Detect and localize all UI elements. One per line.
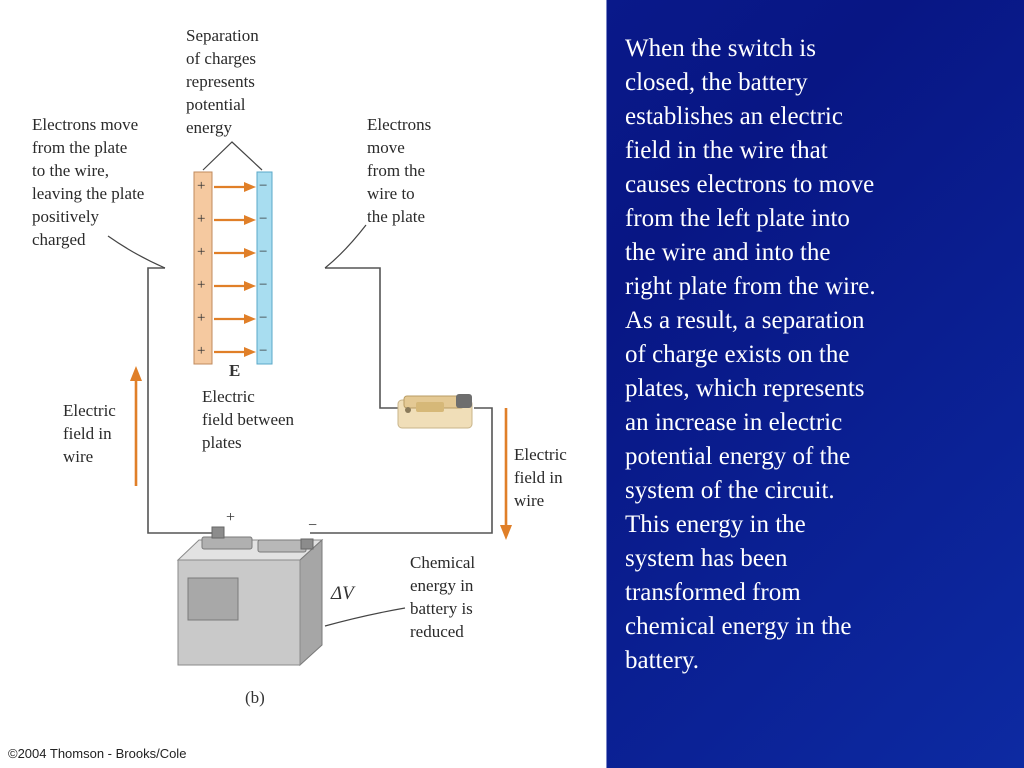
copyright-notice: ©2004 Thomson - Brooks/Cole [8,746,187,761]
field-arrow-head [244,314,256,324]
field-arrow-head [244,248,256,258]
leader-lines [107,141,406,627]
slide-description: When the switch is closed, the battery e… [625,35,876,674]
wire-right-bottom [310,407,493,534]
plate-minus-sign: − [259,178,268,194]
delta-v-symbol: ΔV [331,583,354,604]
plate-minus-sign: − [259,277,268,293]
field-between-label: Electric field between plates [202,387,295,452]
wire-right-top [325,267,400,409]
plate-plus-sign: + [197,310,206,326]
plate-minus-sign: − [259,343,268,359]
negative-plate [256,171,273,365]
electrons-enter-label: Electrons move from the wire to the plat… [367,115,432,226]
separation-label: Separation of charges represents potenti… [186,26,259,137]
plate-plus-sign: + [197,178,206,194]
battery-plus-terminal: + [226,509,236,526]
plate-minus-sign: − [259,310,268,326]
chemical-energy-label: Chemical energy in battery is reduced [410,553,476,641]
field-wire-right-label: Electric field in wire [514,445,567,510]
separation-leader [202,141,263,171]
electrons-leave-leader [107,235,166,269]
plate-plus-sign: + [197,277,206,293]
field-arrow-head [244,281,256,291]
chemical-leader [324,607,406,627]
circuit-figure-panel: Separation of charges represents potenti… [0,0,607,768]
switch [397,394,473,429]
circuit-diagram [107,141,512,667]
field-arrow-head [244,347,256,357]
field-arrow-head [244,215,256,225]
plate-minus-sign: − [259,244,268,260]
figure-part-label: (b) [245,688,265,707]
positive-plate [193,171,213,365]
plate-plus-sign: + [197,244,206,260]
wire-left [147,267,218,534]
plate-plus-sign: + [197,343,206,359]
wire-field-arrow-right [500,408,512,540]
field-wire-left-label: Electric field in wire [63,401,116,466]
battery [176,526,324,667]
electrons-leave-label: Electrons move from the plate to the wir… [32,115,145,249]
electric-field-arrows [214,182,256,357]
wire-field-arrow-left [130,366,142,486]
field-arrow-head [244,182,256,192]
electrons-enter-leader [324,224,367,269]
plate-plus-sign: + [197,211,206,227]
field-symbol: E [229,361,241,380]
plate-minus-sign: − [259,211,268,227]
circuit-wires [147,267,493,534]
battery-minus-terminal: − [308,517,318,534]
